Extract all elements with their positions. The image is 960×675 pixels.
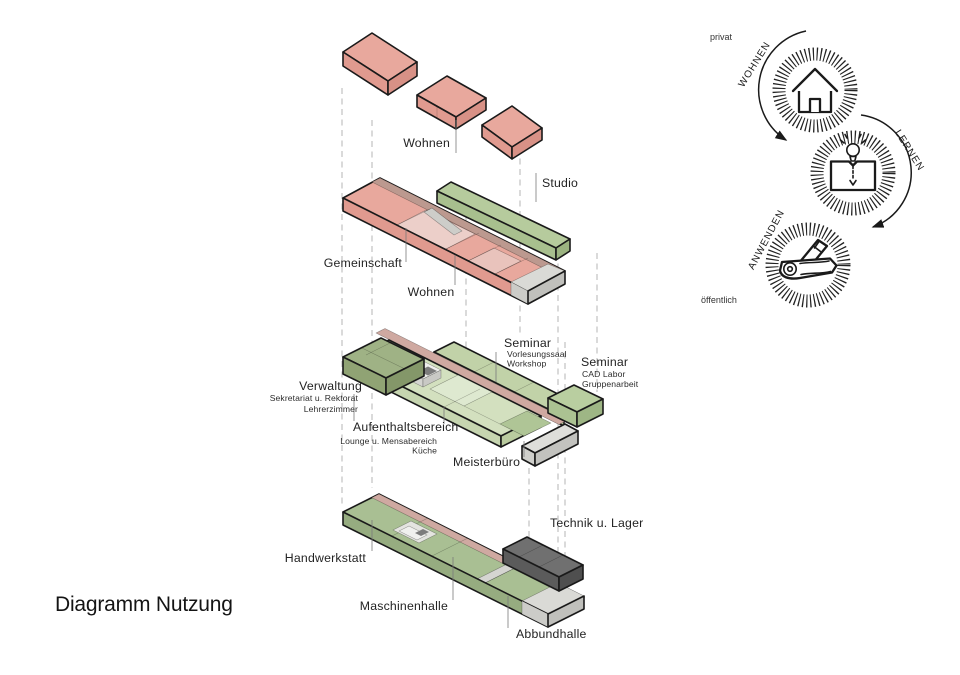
- label-aufenthalt-sub1: Lounge u. Mensabereich: [340, 436, 437, 446]
- stair-walkway: [521, 423, 579, 467]
- arrow-lernen-to-anwenden: [860, 114, 912, 228]
- community-bar: [342, 177, 566, 305]
- cad-seminar-block: [547, 384, 604, 428]
- label-wohnen-top: Wohnen: [403, 136, 450, 150]
- label-aufenthalt-sub2: Küche: [412, 446, 437, 456]
- label-technik: Technik u. Lager: [550, 516, 643, 530]
- level-community: Gemeinschaft Wohnen: [324, 177, 571, 305]
- label-privat: privat: [710, 32, 733, 42]
- housing-box-c: [481, 105, 543, 160]
- level-school: Verwaltung Sekretariat u. Rektorat Lehre…: [270, 328, 639, 469]
- label-seminar1: Seminar: [504, 336, 551, 350]
- label-seminar1-sub2: Workshop: [507, 359, 546, 369]
- label-maschinenhalle: Maschinenhalle: [360, 599, 448, 613]
- lernen-tick-circle: [810, 130, 896, 216]
- concept-legend: privat öffentlich: [701, 30, 926, 308]
- label-aufenthaltsbereich: Aufenthaltsbereich: [353, 420, 458, 434]
- wohnen-tick-circle: [772, 47, 858, 133]
- label-verwaltung-sub2: Lehrerzimmer: [304, 404, 358, 414]
- label-wohnen-circle: WOHNEN: [737, 40, 774, 90]
- label-seminar2-sub1: CAD Labor: [582, 369, 625, 379]
- label-gemeinschaft: Gemeinschaft: [324, 256, 403, 270]
- anwenden-tick-circle: [765, 222, 851, 308]
- label-handwerkstatt: Handwerkstatt: [285, 551, 367, 565]
- level-workshop: Technik u. Lager Handwerkstatt Maschinen…: [285, 493, 643, 641]
- label-seminar1-sub1: Vorlesungssaal: [507, 349, 567, 359]
- technik-block: [502, 536, 584, 592]
- label-abbundhalle: Abbundhalle: [516, 627, 587, 641]
- label-oeffentlich: öffentlich: [701, 295, 737, 305]
- label-verwaltung-sub1: Sekretariat u. Rektorat: [270, 393, 359, 403]
- verwaltung-block: [342, 337, 425, 396]
- house-icon: [791, 67, 839, 114]
- label-meisterbuero: Meisterbüro: [453, 455, 520, 469]
- label-studio: Studio: [542, 176, 578, 190]
- studio-bar: [436, 181, 571, 261]
- page-title: Diagramm Nutzung: [55, 593, 233, 616]
- label-seminar2-sub2: Gruppenarbeit: [582, 379, 639, 389]
- label-wohnen-mid: Wohnen: [408, 285, 455, 299]
- label-lernen-circle: LERNEN: [892, 128, 926, 173]
- label-verwaltung: Verwaltung: [299, 379, 362, 393]
- housing-box-b: [416, 75, 487, 130]
- housing-box-a: [342, 32, 418, 96]
- label-seminar2: Seminar: [581, 355, 628, 369]
- wood-plane-icon: [778, 238, 838, 280]
- arrow-wohnen-to-lernen: [757, 30, 807, 141]
- entrance-piece-workshop: [392, 520, 438, 544]
- book-lightbulb-icon: [829, 133, 877, 192]
- level-roof-housing: Wohnen Studio: [342, 32, 578, 202]
